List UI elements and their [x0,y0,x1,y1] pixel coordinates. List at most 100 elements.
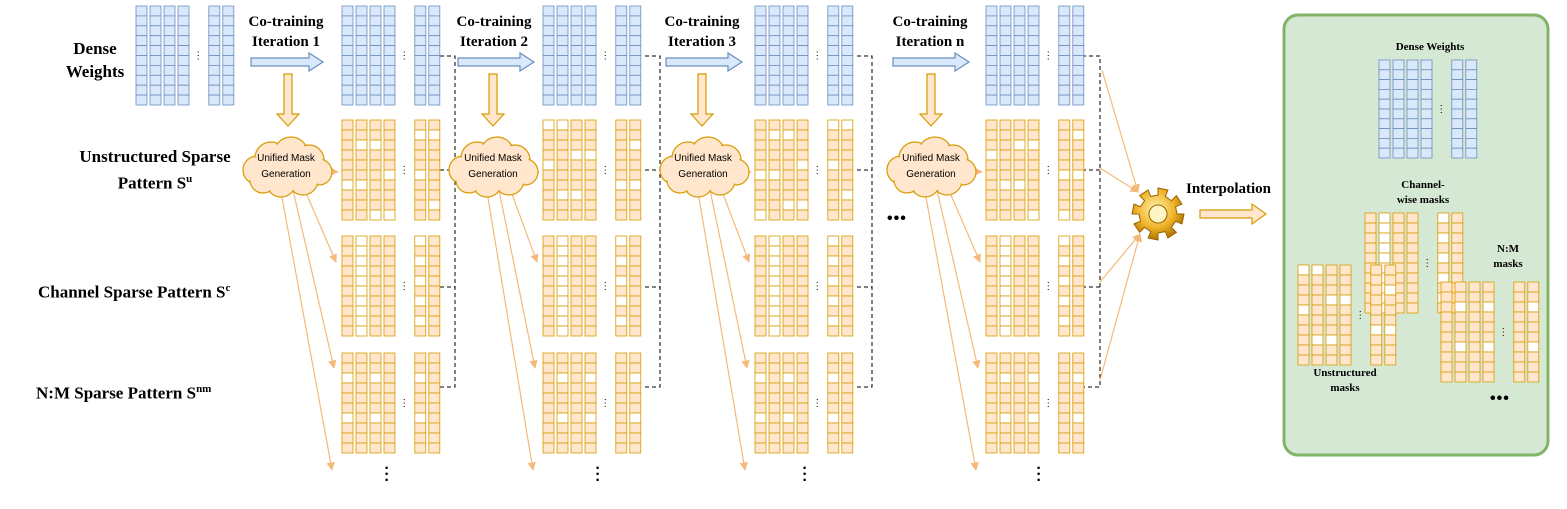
matrix-ellipsis-icon: ⋮ [1043,51,1053,62]
skip-connection-dashes [440,55,1101,388]
row-label-nm: N:M Sparse Pattern Snm [36,378,211,405]
row-label-unstructured-sup: u [186,173,193,185]
matrix-ellipsis-icon: ⋮ [1498,327,1508,338]
sparse-mask-matrix: ⋮ [542,235,642,337]
iteration-label-2: Co-training Iteration 2 [444,12,544,52]
dense-weight-matrix: ⋮ [754,5,854,106]
mask-arrow [709,189,750,369]
iteration-arrow [892,51,971,73]
matrix-ellipsis-icon: ⋮ [812,51,822,62]
matrix-ellipsis-icon: ⋮ [1422,258,1432,269]
vertical-ellipsis-icon: ··· [1036,460,1042,489]
mask-generation-down-arrow [480,73,506,127]
mask-arrow [936,189,981,369]
row-label-dense-weights: Dense Weights [40,37,150,83]
matrix-ellipsis-icon: ⋮ [399,281,409,292]
horizontal-ellipsis-icon: ••• [887,210,907,227]
mask-arrow [697,191,748,471]
row-label-dense-line1: Dense [73,39,117,58]
sparse-mask-matrix: ⋮ [1297,264,1397,366]
mask-gen-n-line1: Unified Mask [902,153,960,164]
matrix-ellipsis-icon: ⋮ [399,398,409,409]
mask-gen-2-line2: Generation [468,169,518,180]
sparse-mask-matrix: ⋮ [341,235,441,337]
mask-generation-clouds [242,136,977,198]
row-label-unstructured-line2: Pattern Su [50,168,260,195]
panel-channel-masks-label: Channel-wise masks [1378,178,1468,208]
panel-dense-weights-label: Dense Weights [1395,41,1465,53]
mask-arrow [924,191,979,471]
dense-weight-matrix: ⋮ [135,5,235,106]
dashed-connector [440,55,456,388]
iteration-n-line1: Co-training [892,14,968,30]
sparse-mask-matrix: ⋮ [985,235,1085,337]
row-label-nm-sup: nm [196,383,212,395]
mask-arrow [1099,167,1139,193]
cloud-icon [886,136,977,198]
row-label-unstructured-text: Pattern S [117,173,187,193]
mask-arrow [498,189,538,369]
row-label-channel-sup: c [225,282,231,294]
iteration-1-line2: Iteration 1 [252,34,320,50]
mask-generation-down-arrow [275,73,301,127]
sparse-mask-matrix: ⋮ [341,119,441,221]
panel-nm-line1: N:M [1497,243,1519,255]
iteration-arrow [250,51,325,73]
iteration-label-n: Co-training Iteration n [880,12,980,52]
matrix-ellipsis-icon: ⋮ [812,281,822,292]
mask-gen-3-line1: Unified Mask [674,153,732,164]
matrix-ellipsis-icon: ⋮ [600,398,610,409]
dashed-connector [857,55,873,388]
iteration-arrow [665,51,744,73]
mask-generation-down-arrow [689,73,715,127]
matrix-ellipsis-icon: ⋮ [1355,310,1365,321]
iteration-n-line2: Iteration n [895,34,965,50]
mask-gen-1-line1: Unified Mask [257,153,315,164]
row-label-channel: Channel Sparse Pattern Sc [38,277,230,304]
matrix-ellipsis-icon: ⋮ [600,281,610,292]
panel-channel-line1: Channel- [1401,179,1445,191]
cloud-icon [242,136,333,198]
vertical-ellipsis-icon: ··· [595,460,601,489]
matrix-ellipsis-icon: ⋮ [1436,104,1446,115]
iteration-3-line2: Iteration 3 [668,34,736,50]
row-label-dense-line2: Weights [65,62,125,81]
panel-channel-line2: wise masks [1396,194,1450,206]
matrix-ellipsis-icon: ⋮ [399,165,409,176]
gear-icon [1131,187,1185,241]
mask-arrow [719,185,751,263]
dense-weight-matrix: ⋮ [1378,59,1478,159]
panel-unstructured-line2: masks [1330,382,1360,394]
interpolation-arrow [1199,202,1268,226]
interpolation-label: Interpolation [1186,181,1272,197]
mask-arrow [508,185,539,263]
flow-arrows [250,51,1268,471]
matrix-ellipsis-icon: ⋮ [812,165,822,176]
cloud-icon [659,136,750,198]
mask-gen-3-line2: Generation [678,169,728,180]
matrix-ellipsis-icon: ⋮ [1043,281,1053,292]
sparse-mask-matrix: ⋮ [754,235,854,337]
row-label-channel-text: Channel Sparse Pattern S [38,282,226,302]
matrix-ellipsis-icon: ⋮ [600,51,610,62]
dashed-connector [645,55,661,388]
dashed-connector [1082,55,1101,388]
mask-gen-2-line1: Unified Mask [464,153,522,164]
panel-nm-line2: masks [1493,258,1523,270]
iteration-label-3: Co-training Iteration 3 [652,12,752,52]
matrix-ellipsis-icon: ⋮ [193,51,203,62]
mask-arrow [1099,233,1143,381]
iteration-label-1: Co-training Iteration 1 [236,12,336,52]
iteration-1-line1: Co-training [248,14,324,30]
vertical-ellipsis-icon: ··· [802,460,808,489]
vertical-ellipsis-icon: ··· [384,460,390,489]
mask-arrow [1099,233,1141,283]
sparse-mask-matrix: ⋮ [542,352,642,454]
row-label-unstructured: Unstructured Sparse Pattern Su [50,145,260,195]
row-label-unstructured-line1: Unstructured Sparse [79,147,231,166]
